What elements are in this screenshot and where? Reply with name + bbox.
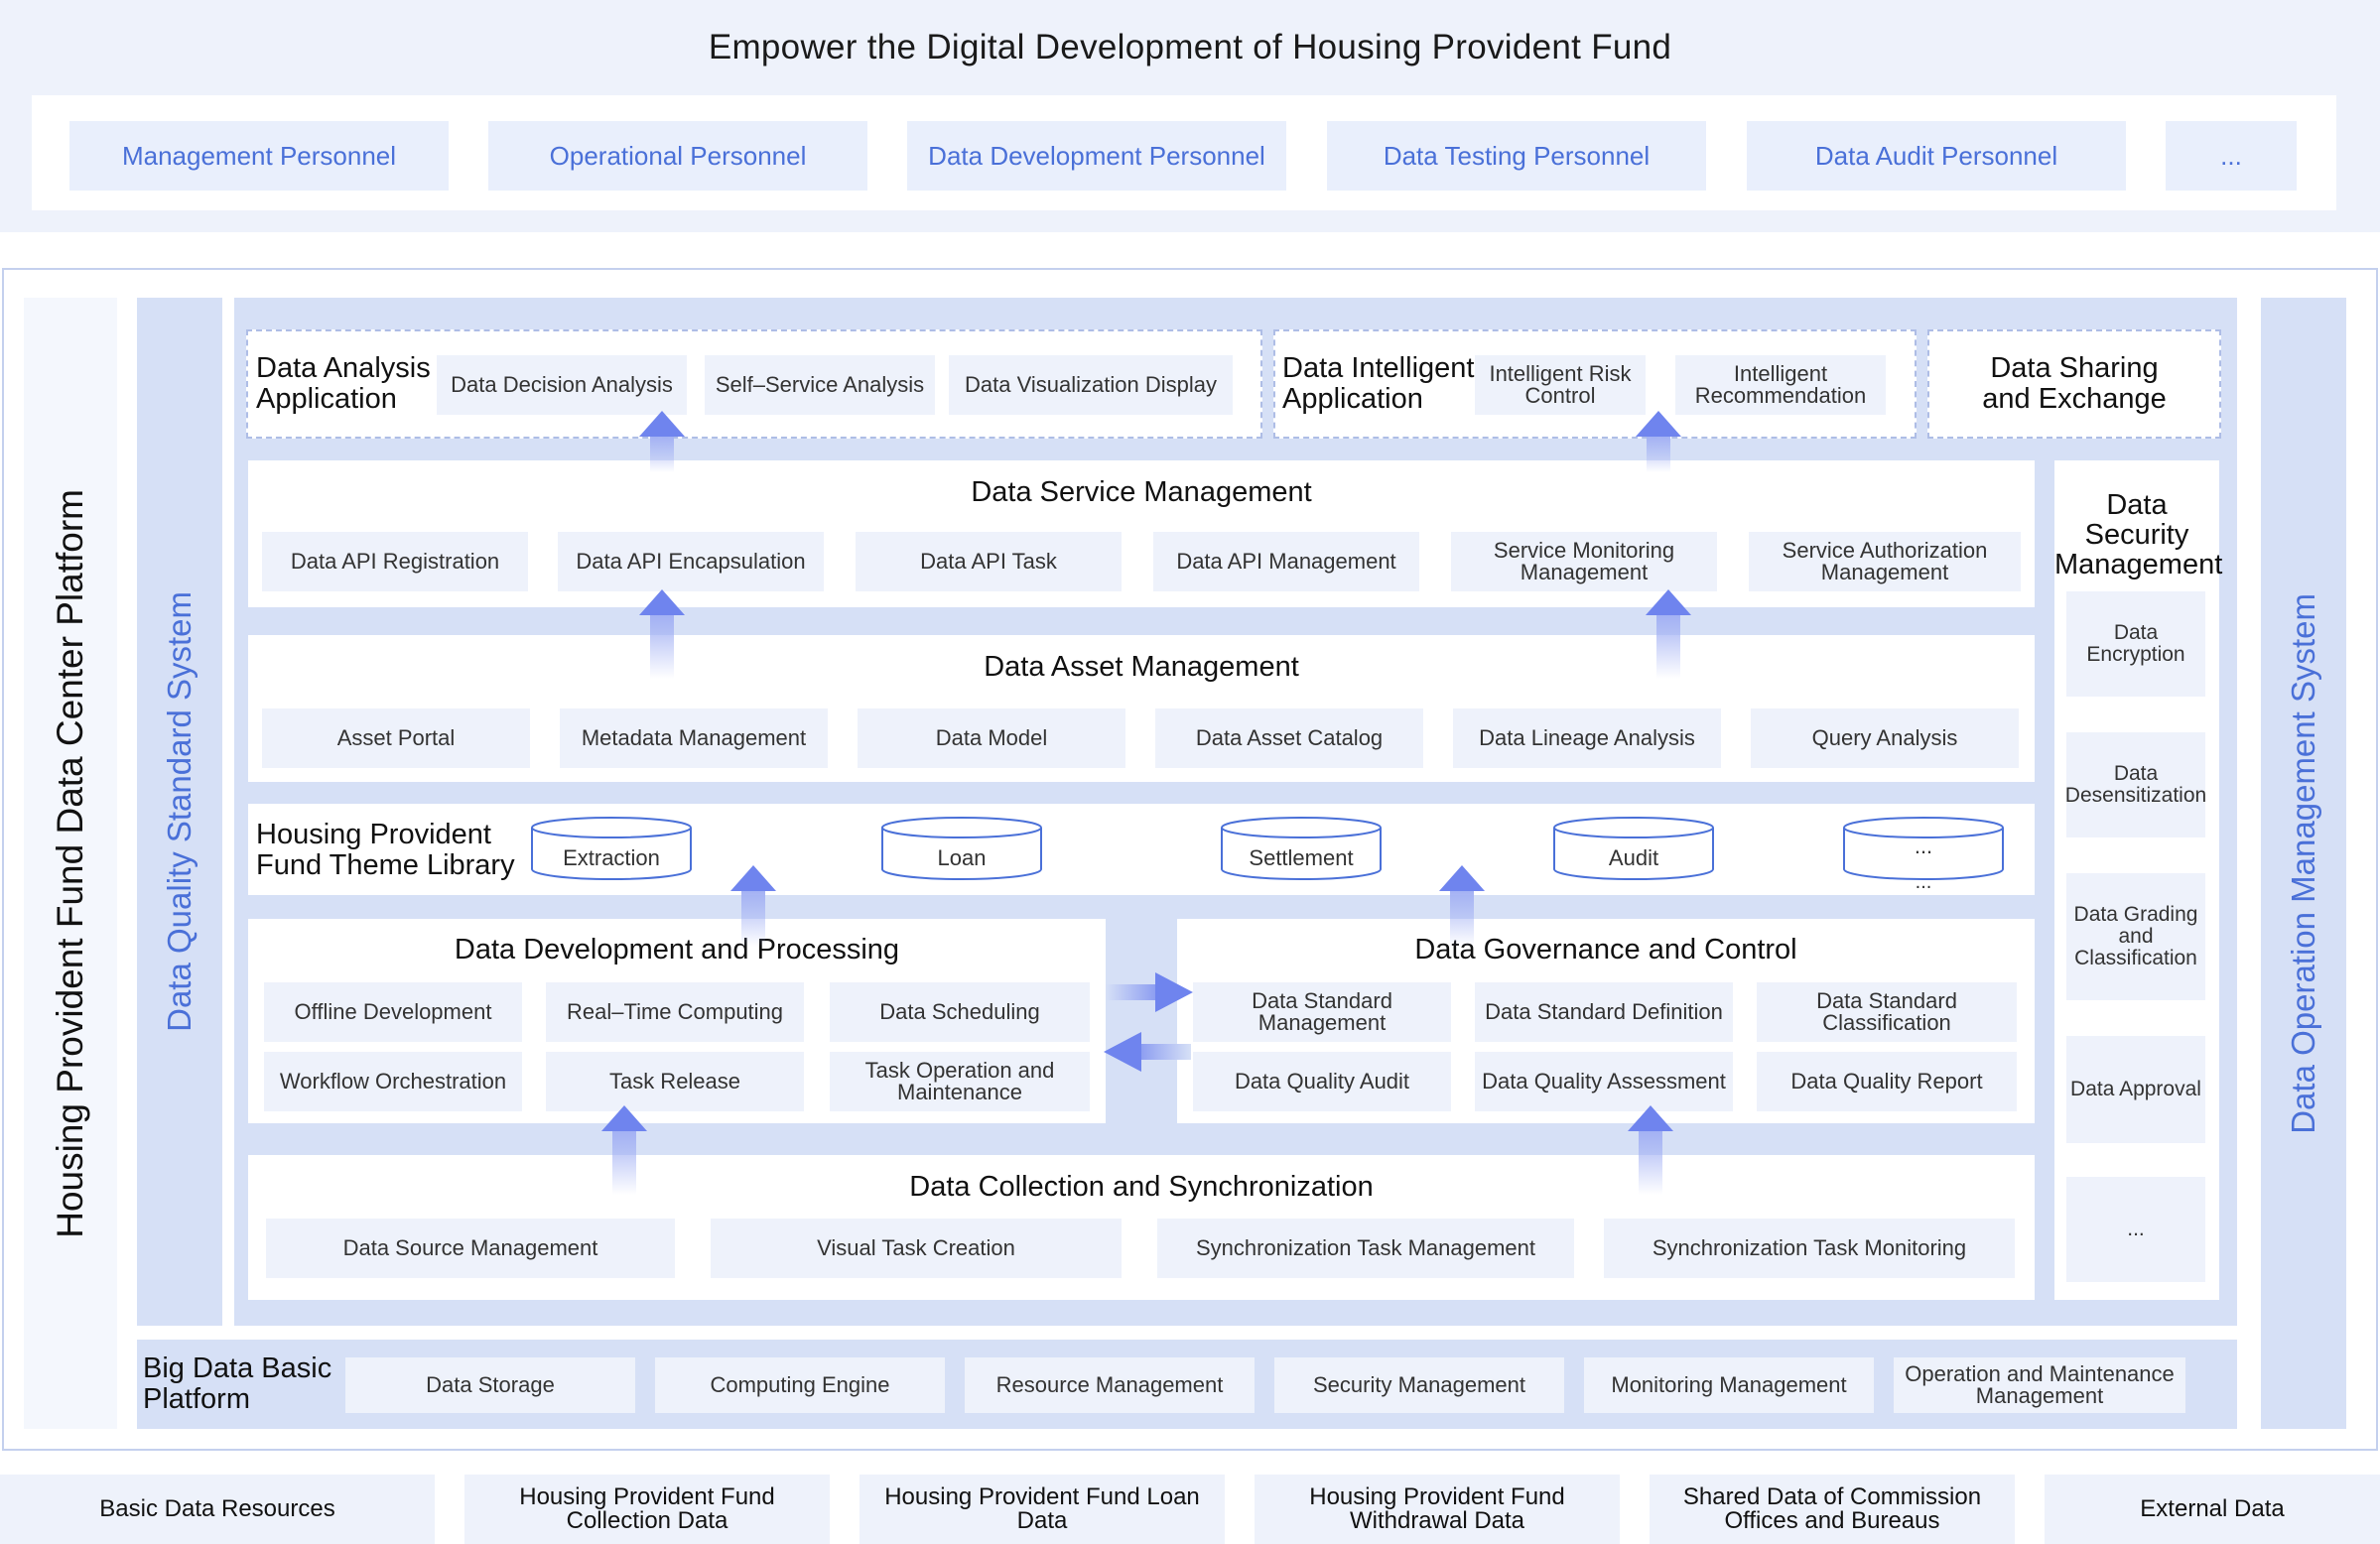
up-arrow <box>1646 589 1691 679</box>
personnel-data-audit: Data Audit Personnel <box>1747 121 2126 191</box>
query-analysis: Query Analysis <box>1751 708 2019 768</box>
data-api-task: Data API Task <box>856 532 1122 591</box>
bidirectional-arrow <box>1104 972 1193 1072</box>
personnel-operational: Operational Personnel <box>488 121 867 191</box>
settlement-database: Settlement <box>1220 816 1383 881</box>
platform-name: Housing Provident Fund Data Center Platf… <box>50 488 90 1238</box>
dev-processing-title: Data Development and Processing <box>454 934 900 965</box>
more-database-overflow: ... <box>1915 871 1932 893</box>
extraction-database: Extraction <box>530 816 693 881</box>
quality-standard-rail: Data Quality Standard System <box>137 298 222 1326</box>
up-arrow <box>639 411 685 472</box>
task-operation-maintenance: Task Operation and Maintenance <box>830 1052 1090 1111</box>
offline-development: Offline Development <box>264 982 522 1042</box>
source-loan-data: Housing Provident Fund Loan Data <box>859 1475 1225 1544</box>
self-service-analysis: Self–Service Analysis <box>705 355 935 415</box>
sharing-exchange-title: Data Sharing and Exchange <box>1982 352 2167 415</box>
up-arrow <box>1628 1105 1673 1195</box>
personnel-more: ... <box>2166 121 2297 191</box>
data-scheduling: Data Scheduling <box>830 982 1090 1042</box>
workflow-orchestration: Workflow Orchestration <box>264 1052 522 1111</box>
data-standard-classification: Data Standard Classification <box>1757 982 2017 1042</box>
data-api-encapsulation: Data API Encapsulation <box>558 532 824 591</box>
personnel-data-development: Data Development Personnel <box>907 121 1286 191</box>
data-decision-analysis: Data Decision Analysis <box>437 355 687 415</box>
service-management-title: Data Service Management <box>971 476 1312 508</box>
quality-standard-label: Data Quality Standard System <box>161 591 198 1032</box>
data-encryption: Data Encryption <box>2066 591 2205 697</box>
metadata-management: Metadata Management <box>560 708 828 768</box>
audit-database: Audit <box>1552 816 1715 881</box>
computing-engine: Computing Engine <box>655 1357 945 1413</box>
personnel-management: Management Personnel <box>69 121 449 191</box>
service-management-panel <box>248 460 2035 607</box>
data-grading-classification: Data Grading and Classification <box>2066 873 2205 1000</box>
data-model: Data Model <box>858 708 1125 768</box>
security-management: Security Management <box>1274 1357 1564 1413</box>
up-arrow <box>1439 865 1485 947</box>
data-api-management: Data API Management <box>1153 532 1419 591</box>
operation-maintenance-management: Operation and Maintenance Management <box>1894 1357 2185 1413</box>
security-management-title: Data Security Management <box>2054 489 2223 580</box>
data-quality-report: Data Quality Report <box>1757 1052 2017 1111</box>
up-arrow <box>639 589 685 679</box>
resource-management: Resource Management <box>965 1357 1255 1413</box>
theme-library-title: Housing Provident Fund Theme Library <box>256 819 515 881</box>
intelligent-application-title: Data Intelligent Application <box>1282 352 1475 415</box>
operation-management-label: Data Operation Management System <box>2285 592 2321 1134</box>
asset-portal: Asset Portal <box>262 708 530 768</box>
source-shared-commission-data: Shared Data of Commission Offices and Bu… <box>1650 1475 2015 1544</box>
up-arrow <box>730 865 776 947</box>
source-external-data: External Data <box>2045 1475 2380 1544</box>
data-desensitization: Data Desensitization <box>2065 732 2206 837</box>
data-visualization-display: Data Visualization Display <box>949 355 1233 415</box>
extraction-label: Extraction <box>563 845 660 870</box>
data-lineage-analysis: Data Lineage Analysis <box>1453 708 1721 768</box>
data-quality-assessment: Data Quality Assessment <box>1475 1052 1733 1111</box>
data-standard-management: Data Standard Management <box>1193 982 1451 1042</box>
asset-management-title: Data Asset Management <box>984 651 1299 683</box>
up-arrow <box>601 1105 647 1195</box>
sharing-exchange-panel: Data Sharing and Exchange <box>1927 329 2221 439</box>
source-withdrawal-data: Housing Provident Fund Withdrawal Data <box>1255 1475 1620 1544</box>
settlement-label: Settlement <box>1249 845 1354 870</box>
data-standard-definition: Data Standard Definition <box>1475 982 1733 1042</box>
real-time-computing: Real–Time Computing <box>546 982 804 1042</box>
data-storage: Data Storage <box>345 1357 635 1413</box>
service-monitoring-management: Service Monitoring Management <box>1451 532 1717 591</box>
up-arrow <box>1636 411 1681 472</box>
analysis-application-title: Data Analysis Application <box>256 352 431 415</box>
data-source-management: Data Source Management <box>266 1219 675 1278</box>
task-release: Task Release <box>546 1052 804 1111</box>
intelligent-risk-control: Intelligent Risk Control <box>1475 355 1646 415</box>
audit-label: Audit <box>1608 845 1659 870</box>
data-asset-catalog: Data Asset Catalog <box>1155 708 1423 768</box>
monitoring-management: Monitoring Management <box>1584 1357 1874 1413</box>
data-api-registration: Data API Registration <box>262 532 528 591</box>
data-quality-audit: Data Quality Audit <box>1193 1052 1451 1111</box>
service-authorization-management: Service Authorization Management <box>1749 532 2021 591</box>
data-approval: Data Approval <box>2066 1036 2205 1143</box>
more-database: ... <box>1842 816 2005 881</box>
sync-task-monitoring: Synchronization Task Monitoring <box>1604 1219 2015 1278</box>
page-title: Empower the Digital Development of Housi… <box>708 28 1672 66</box>
source-collection-data: Housing Provident Fund Collection Data <box>464 1475 830 1544</box>
bigdata-platform-title: Big Data Basic Platform <box>143 1352 332 1415</box>
platform-label: Housing Provident Fund Data Center Platf… <box>24 298 117 1429</box>
more-database-label: ... <box>1914 834 1933 858</box>
visual-task-creation: Visual Task Creation <box>711 1219 1122 1278</box>
governance-title: Data Governance and Control <box>1414 934 1797 965</box>
operation-management-rail: Data Operation Management System <box>2261 298 2346 1429</box>
source-basic-data: Basic Data Resources <box>0 1475 435 1544</box>
asset-management-panel <box>248 635 2035 782</box>
collection-sync-title: Data Collection and Synchronization <box>909 1171 1374 1203</box>
loan-database: Loan <box>880 816 1043 881</box>
intelligent-recommendation: Intelligent Recommendation <box>1675 355 1886 415</box>
personnel-data-testing: Data Testing Personnel <box>1327 121 1706 191</box>
security-more: ... <box>2066 1177 2205 1282</box>
loan-label: Loan <box>937 845 987 870</box>
sync-task-management: Synchronization Task Management <box>1157 1219 1574 1278</box>
